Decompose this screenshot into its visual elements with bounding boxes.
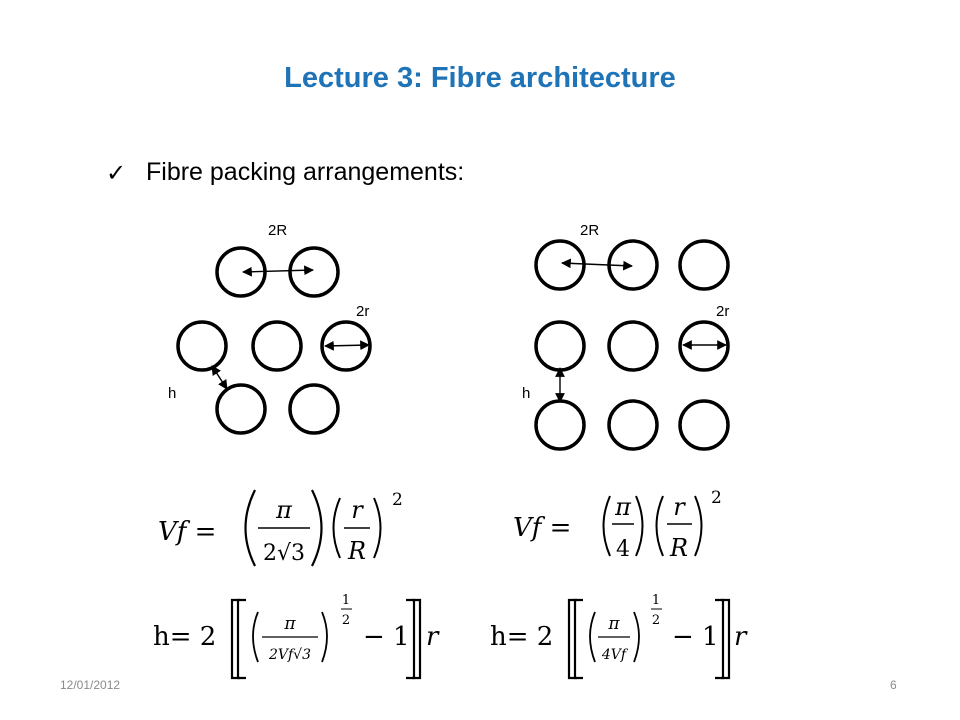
svg-text:Vf =: Vf = — [513, 513, 571, 543]
fibre-circle — [288, 383, 340, 435]
bullet-item: ✓ Fibre packing arrangements: — [106, 158, 464, 187]
svg-text:4Vf: 4Vf — [601, 647, 629, 663]
svg-text:2: 2 — [392, 490, 403, 510]
svg-text:π: π — [614, 493, 632, 521]
gap-h-arrow — [211, 365, 228, 390]
fibre-circle — [251, 320, 303, 372]
svg-text:2: 2 — [342, 613, 350, 628]
spacing-2R-arrow — [242, 265, 314, 277]
fibre-circle — [176, 320, 228, 372]
bullet-text: Fibre packing arrangements: — [146, 158, 465, 186]
fibre-circle — [678, 399, 730, 451]
fibre-circle — [534, 239, 586, 291]
svg-text:4: 4 — [616, 537, 630, 562]
svg-text:Vf =: Vf = — [158, 517, 216, 547]
svg-text:π: π — [275, 496, 293, 524]
svg-text:r: r — [734, 622, 748, 652]
label-2R: 2R — [268, 222, 287, 239]
label-2r: 2r — [716, 303, 729, 320]
svg-text:2Vf√3: 2Vf√3 — [268, 647, 311, 663]
label-h: h — [168, 385, 176, 402]
slide-number: 6 — [890, 678, 897, 692]
svg-text:1: 1 — [342, 593, 350, 608]
label-2R: 2R — [580, 222, 599, 239]
spacing-2R-arrow — [561, 258, 633, 271]
square-packing-diagram — [534, 239, 730, 451]
svg-text:− 1: − 1 — [672, 622, 719, 652]
vf-formula-square: Vf = π 4 r R 2 — [513, 488, 722, 562]
svg-text:r: r — [673, 493, 686, 521]
svg-text:h= 2: h= 2 — [153, 622, 216, 652]
svg-text:r: r — [426, 622, 440, 652]
svg-text:1: 1 — [652, 593, 660, 608]
fibre-circle — [534, 320, 586, 372]
footer-date: 12/01/2012 — [60, 678, 121, 692]
svg-text:h= 2: h= 2 — [490, 622, 553, 652]
diameter-2r-arrow — [324, 340, 370, 351]
checkmark-icon: ✓ — [106, 158, 127, 187]
slide-title: Lecture 3: Fibre architecture — [284, 62, 676, 94]
svg-text:r: r — [351, 496, 364, 524]
svg-text:π: π — [283, 614, 296, 634]
svg-text:R: R — [347, 537, 366, 565]
svg-text:2: 2 — [711, 488, 722, 508]
hexagonal-packing-diagram — [176, 246, 372, 435]
svg-text:2: 2 — [652, 613, 660, 628]
svg-text:2√3: 2√3 — [263, 541, 305, 566]
fibre-circle — [607, 399, 659, 451]
h-formula-square: h= 2 π 4Vf 1 2 − 1 r — [490, 593, 748, 680]
fibre-circle — [288, 246, 340, 298]
fibre-circle — [320, 320, 372, 372]
svg-text:π: π — [607, 614, 620, 634]
fibre-circle — [678, 239, 730, 291]
fibre-circle — [215, 383, 267, 435]
vf-formula-hexagonal: Vf = π 2√3 r R 2 — [158, 489, 403, 567]
fibre-circle — [678, 320, 730, 372]
svg-text:− 1: − 1 — [363, 622, 410, 652]
label-2r: 2r — [356, 303, 369, 320]
h-formula-hexagonal: h= 2 π 2Vf√3 1 2 − 1 r — [153, 593, 440, 680]
fibre-circle — [534, 399, 586, 451]
fibre-circle — [607, 320, 659, 372]
label-h: h — [522, 385, 530, 402]
svg-text:R: R — [669, 534, 688, 562]
